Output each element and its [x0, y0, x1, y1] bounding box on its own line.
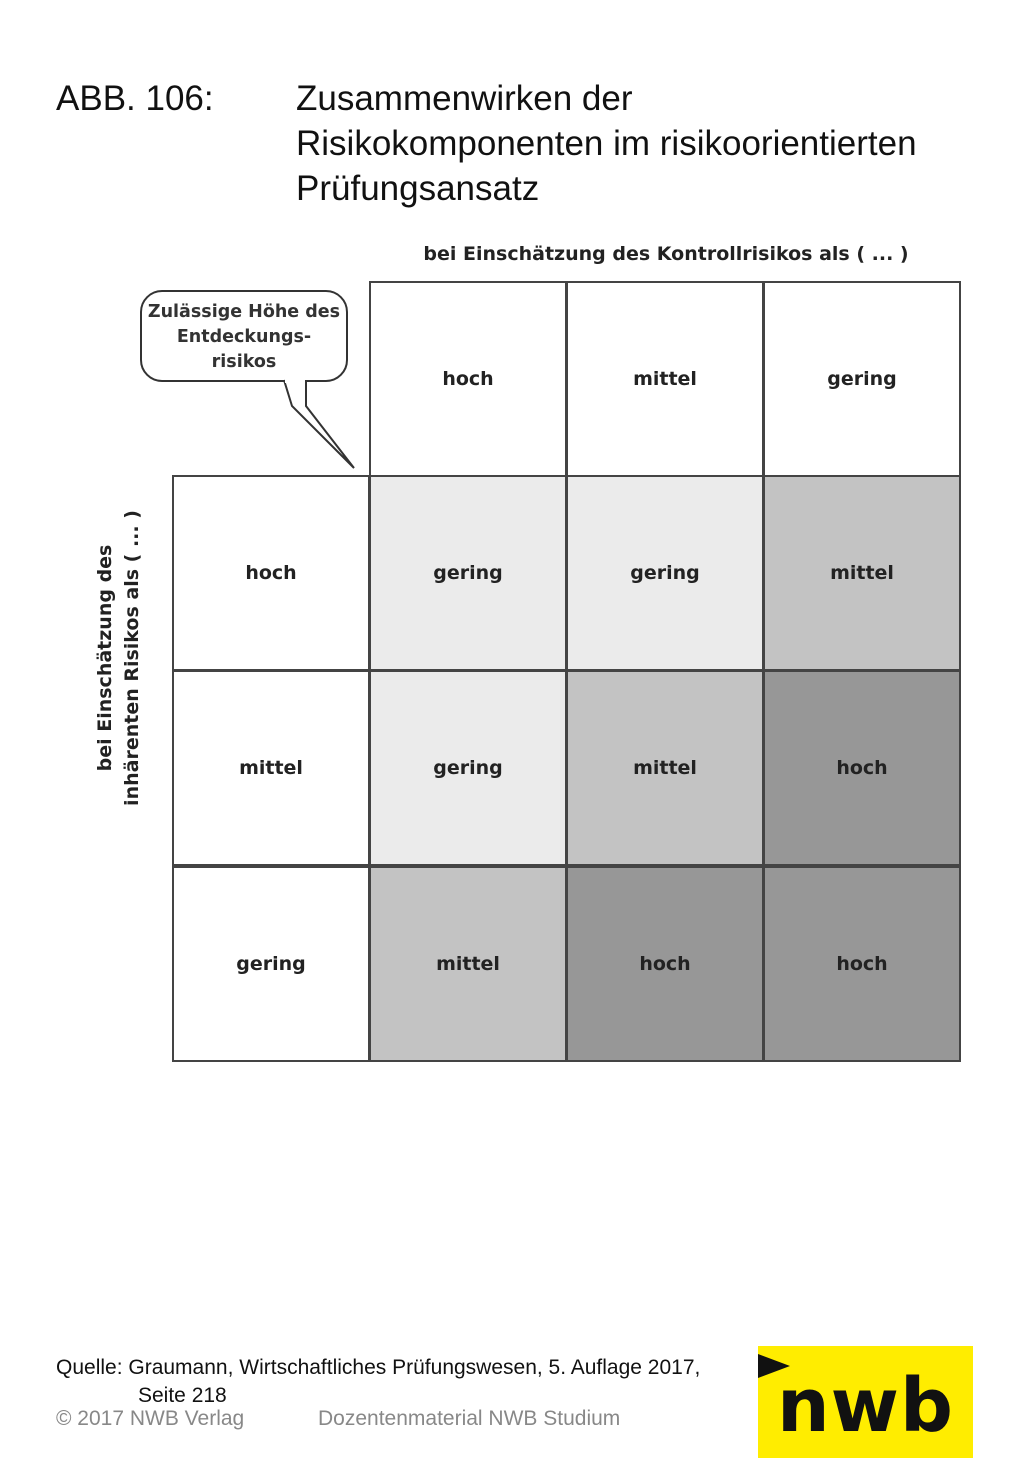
copyright-text: © 2017 NWB Verlag [56, 1407, 245, 1430]
row-axis-caption: bei Einschätzung des inhärenten Risikos … [92, 448, 152, 868]
column-axis-caption: bei Einschätzung des Kontrollrisikos als… [423, 243, 909, 265]
matrix-cell: hoch [763, 670, 961, 866]
logo-arrow-icon [758, 1354, 790, 1378]
matrix-cell: mittel [369, 866, 567, 1062]
figure-title-line: Risikokomponenten im risikoorientierten [296, 124, 917, 163]
source-line: Quelle: Graumann, Wirtschaftliches Prüfu… [56, 1356, 701, 1379]
speech-bubble: Zulässige Höhe des Entdeckungs- risikos [140, 290, 348, 382]
logo-text: nwb [776, 1363, 954, 1449]
bubble-line: risikos [211, 352, 277, 372]
column-header-cell: hoch [369, 281, 567, 477]
row-axis-caption-line: inhärenten Risikos als ( ... ) [121, 510, 143, 806]
matrix-cell: gering [566, 475, 764, 671]
row-header-cell: mittel [172, 670, 370, 866]
matrix-cell: mittel [566, 670, 764, 866]
matrix-cell: hoch [763, 866, 961, 1062]
bubble-tail [283, 370, 355, 469]
figure-title-line: Zusammenwirken der [296, 79, 633, 118]
figure-label: ABB. 106: [56, 79, 214, 118]
matrix-cell: mittel [763, 475, 961, 671]
matrix-cell: gering [369, 670, 567, 866]
column-header-cell: mittel [566, 281, 764, 477]
figure-title-line: Prüfungsansatz [296, 169, 540, 208]
row-header-cell: hoch [172, 475, 370, 671]
row-header-cell: gering [172, 866, 370, 1062]
nwb-logo: nwb [758, 1346, 973, 1458]
row-axis-caption-line: bei Einschätzung des [94, 544, 116, 772]
figure-title: Zusammenwirken der Risikokomponenten im … [296, 76, 996, 211]
matrix-cell: hoch [566, 866, 764, 1062]
column-header-cell: gering [763, 281, 961, 477]
source-citation: Quelle: Graumann, Wirtschaftliches Prüfu… [56, 1354, 700, 1410]
matrix-cell: gering [369, 475, 567, 671]
bubble-line: Zulässige Höhe des [147, 302, 341, 322]
source-line: Seite 218 [138, 1384, 227, 1407]
bubble-line: Entdeckungs- [176, 327, 312, 347]
material-text: Dozentenmaterial NWB Studium [318, 1407, 621, 1430]
